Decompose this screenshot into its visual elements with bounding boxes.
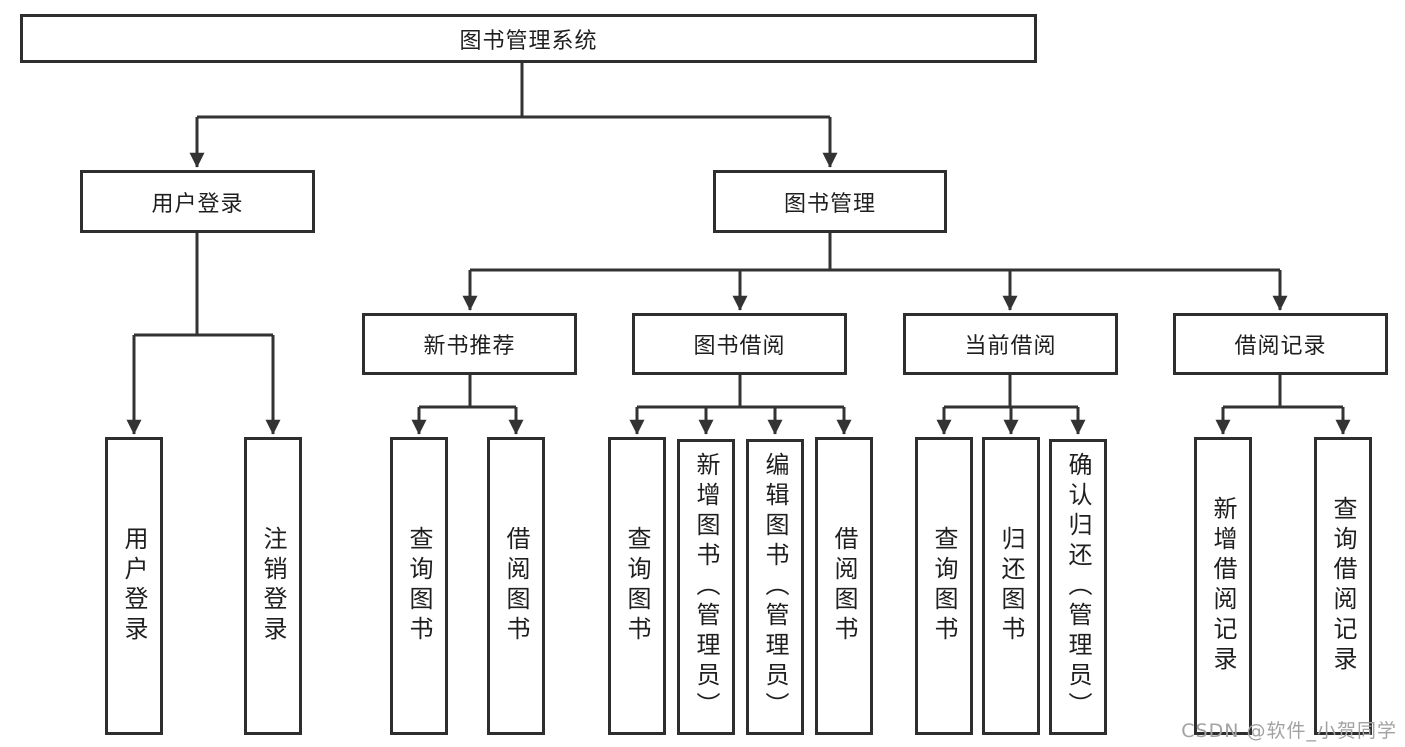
node-leaf-query-borrow-record-label: 查询借阅记录 xyxy=(1329,496,1357,676)
watermark: CSDN @软件_小贺同学 xyxy=(1181,720,1397,742)
node-leaf-confirm-return-admin: 确认归还（管理员） xyxy=(1049,439,1107,735)
node-root-label: 图书管理系统 xyxy=(459,28,598,54)
node-borrowing-records: 借阅记录 xyxy=(1173,313,1388,375)
node-leaf-query-books-2-label: 查询图书 xyxy=(623,526,651,646)
node-leaf-confirm-return-admin-label: 确认归还（管理员） xyxy=(1064,452,1092,722)
node-leaf-logout-label: 注销登录 xyxy=(259,526,287,646)
node-leaf-query-books-3: 查询图书 xyxy=(915,437,973,735)
node-root: 图书管理系统 xyxy=(20,14,1037,63)
node-leaf-borrow-books-2-label: 借阅图书 xyxy=(830,526,858,646)
node-borrowing-records-label: 借阅记录 xyxy=(1234,334,1327,359)
node-leaf-add-borrow-record-label: 新增借阅记录 xyxy=(1209,496,1237,676)
node-leaf-query-books-3-label: 查询图书 xyxy=(930,526,958,646)
node-leaf-query-books-2: 查询图书 xyxy=(608,437,666,735)
node-leaf-borrow-books-1: 借阅图书 xyxy=(487,437,545,735)
node-leaf-user-login: 用户登录 xyxy=(105,437,163,735)
node-current-borrowing-label: 当前借阅 xyxy=(964,334,1057,359)
node-user-login-label: 用户登录 xyxy=(151,191,244,217)
node-book-borrowing-label: 图书借阅 xyxy=(693,334,786,359)
node-leaf-logout: 注销登录 xyxy=(244,437,302,735)
node-new-book-recommend: 新书推荐 xyxy=(362,313,577,375)
node-leaf-user-login-label: 用户登录 xyxy=(120,526,148,646)
node-book-management-label: 图书管理 xyxy=(783,191,876,217)
node-leaf-query-books-1: 查询图书 xyxy=(390,437,448,735)
node-leaf-borrow-books-2: 借阅图书 xyxy=(815,437,873,735)
node-leaf-add-borrow-record: 新增借阅记录 xyxy=(1194,437,1252,735)
node-new-book-recommend-label: 新书推荐 xyxy=(423,334,516,359)
node-user-login: 用户登录 xyxy=(80,170,315,233)
node-book-borrowing: 图书借阅 xyxy=(632,313,847,375)
node-book-management: 图书管理 xyxy=(713,170,947,233)
node-leaf-return-books: 归还图书 xyxy=(982,437,1040,735)
node-leaf-edit-book-admin-label: 编辑图书（管理员） xyxy=(761,452,789,722)
node-leaf-borrow-books-1-label: 借阅图书 xyxy=(502,526,530,646)
node-leaf-edit-book-admin: 编辑图书（管理员） xyxy=(746,439,804,735)
node-current-borrowing: 当前借阅 xyxy=(903,313,1118,375)
node-leaf-add-book-admin: 新增图书（管理员） xyxy=(677,439,735,735)
node-leaf-add-book-admin-label: 新增图书（管理员） xyxy=(692,452,720,722)
node-leaf-query-borrow-record: 查询借阅记录 xyxy=(1314,437,1372,735)
node-leaf-query-books-1-label: 查询图书 xyxy=(405,526,433,646)
node-leaf-return-books-label: 归还图书 xyxy=(997,526,1025,646)
